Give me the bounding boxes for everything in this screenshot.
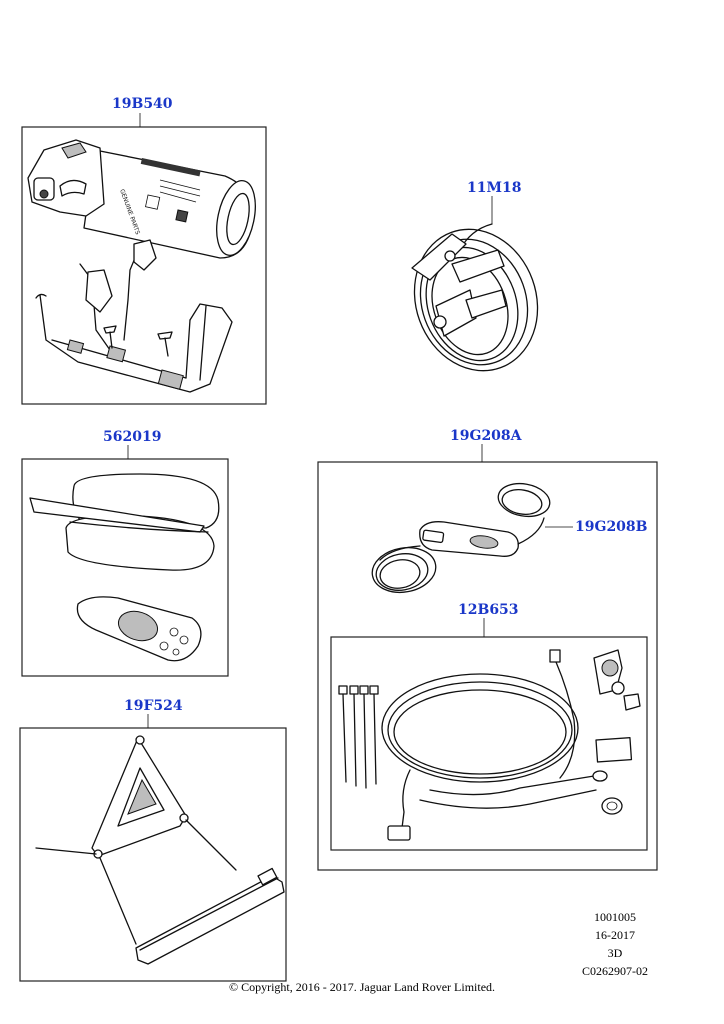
- callout-19B540[interactable]: 19B540: [112, 96, 173, 112]
- warning-triangle-illustration: [35, 735, 285, 965]
- callout-562019[interactable]: 562019: [103, 429, 162, 445]
- first-aid-panel: [21, 458, 229, 677]
- charger-illustration: [371, 482, 551, 594]
- wiring-kit-panel: [330, 636, 648, 851]
- callout-19G208B[interactable]: 19G208B: [575, 519, 648, 535]
- callout-11M18[interactable]: 11M18: [467, 180, 522, 196]
- charger-panel: [317, 461, 658, 871]
- jump-leads-illustration: [411, 223, 539, 372]
- meta-line-3: 3D: [607, 946, 623, 960]
- fire-extinguisher-illustration: GENUINE PARTS: [27, 139, 256, 393]
- extinguisher-panel: [21, 126, 267, 405]
- screw-icon: [103, 325, 173, 357]
- clamp-icon: [411, 233, 507, 337]
- callout-12B653[interactable]: 12B653: [458, 602, 519, 618]
- cable-tie-icon: [338, 685, 379, 789]
- wiring-kit-illustration: [338, 649, 641, 841]
- meta-line-4: C0262907-02: [582, 964, 648, 978]
- meta-line-1: 1001005: [594, 910, 636, 924]
- copyright-notice: © Copyright, 2016 - 2017. Jaguar Land Ro…: [228, 980, 496, 994]
- meta-line-2: 16-2017: [595, 928, 635, 942]
- leader-lines: [127, 113, 573, 728]
- callout-19F524[interactable]: 19F524: [124, 698, 183, 714]
- triangle-panel: [19, 727, 287, 982]
- first-aid-illustration: [29, 473, 220, 662]
- callout-19G208A[interactable]: 19G208A: [450, 428, 522, 444]
